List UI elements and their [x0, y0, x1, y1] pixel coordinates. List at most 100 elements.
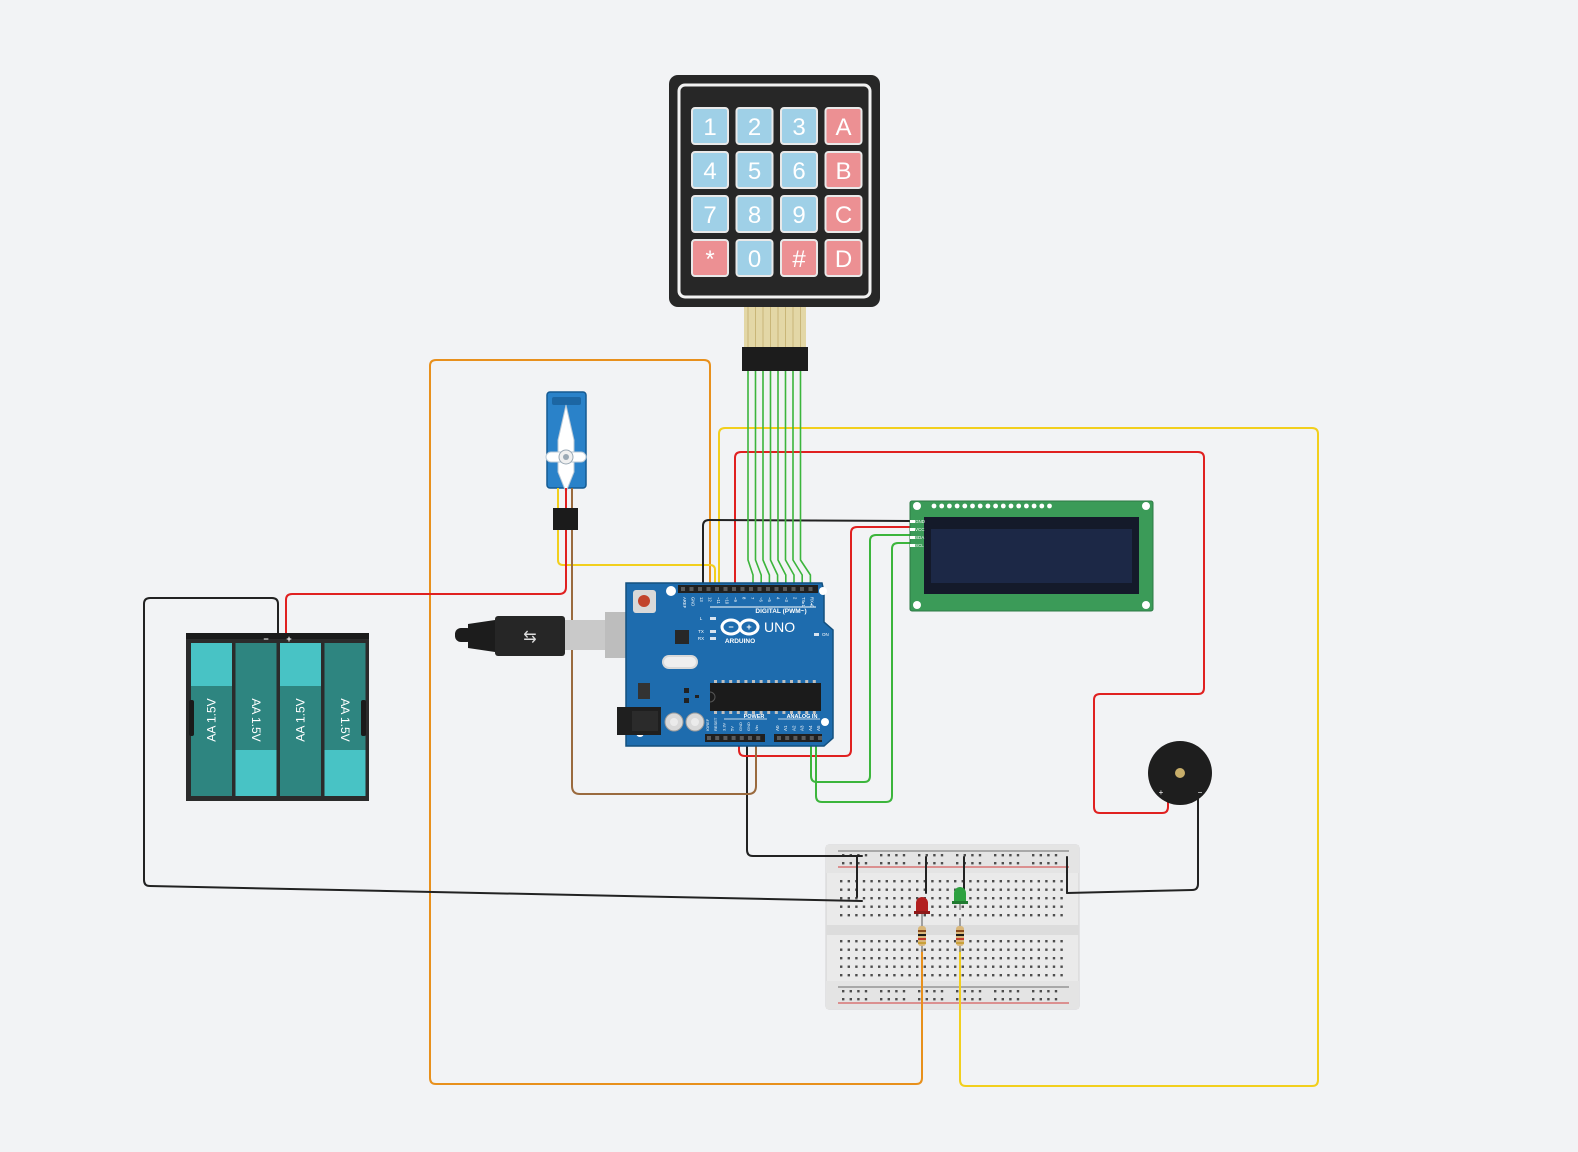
- resistor-green-led[interactable]: [956, 918, 964, 952]
- battery-minus-label: −: [263, 634, 268, 644]
- wire-black-battery[interactable]: [143, 597, 863, 902]
- keypad-key[interactable]: C: [824, 195, 863, 233]
- keypad-key-label: #: [792, 246, 806, 273]
- atmega-chip: [710, 683, 821, 711]
- digital-pin-label: AREF: [682, 597, 687, 609]
- keypad-key-label: 9: [792, 202, 805, 229]
- keypad-key[interactable]: 1: [691, 107, 729, 145]
- keypad-ribbon-wires[interactable]: [747, 370, 812, 590]
- power-pin-label: 5V: [730, 726, 735, 731]
- keypad-key-label: 5: [748, 158, 761, 185]
- lcd-pin-label: SDA: [915, 535, 924, 540]
- usb-icon: ⇆: [523, 629, 536, 646]
- keypad-key[interactable]: 8: [735, 195, 774, 233]
- piezo-buzzer[interactable]: + −: [1148, 741, 1212, 805]
- analog-pin-label: A0: [775, 725, 780, 731]
- keypad-key-label: 3: [792, 114, 805, 141]
- keypad-key-label: 2: [748, 114, 761, 141]
- keypad-key[interactable]: 7: [691, 195, 729, 233]
- power-pin-label: GND: [746, 722, 751, 731]
- keypad-key[interactable]: 9: [780, 195, 818, 233]
- keypad-key[interactable]: 2: [735, 107, 774, 145]
- battery-cell-label: AA 1.5V: [205, 698, 219, 741]
- battery-cell: AA 1.5V: [280, 643, 321, 796]
- wire-yellow-servo[interactable]: [557, 525, 716, 587]
- keypad-key-label: 0: [748, 246, 761, 273]
- buzzer-plus-label: +: [1159, 788, 1164, 797]
- analog-pin-label: A3: [800, 725, 805, 731]
- analog-pin-label: A5: [816, 725, 821, 731]
- keypad-key-label: A: [835, 114, 851, 141]
- resistor-red-led[interactable]: [918, 922, 926, 952]
- on-label: ON: [822, 632, 829, 637]
- wire-black-lcd[interactable]: [702, 519, 913, 587]
- wire-brown-servo[interactable]: [571, 525, 757, 795]
- arduino-infinity-logo: − +: [720, 618, 760, 636]
- power-label: POWER: [744, 714, 765, 720]
- keypad-key-label: 1: [703, 114, 716, 141]
- lcd-pin-label: GND: [915, 519, 926, 524]
- wire-red-buzzer[interactable]: [734, 451, 1205, 814]
- arduino-model: UNO: [764, 619, 795, 635]
- wire-green-sda[interactable]: [810, 534, 913, 783]
- digital-pin-label: 4: [776, 597, 781, 600]
- status-led-label: L: [700, 616, 703, 621]
- status-led-label: TX: [698, 629, 704, 634]
- svg-text:−: −: [728, 622, 733, 632]
- keypad-key[interactable]: 4: [691, 151, 729, 189]
- wire-red-lcd[interactable]: [738, 526, 913, 757]
- keypad-key-label: 8: [748, 202, 761, 229]
- digital-pin-label: 13: [699, 597, 704, 602]
- digital-pin-label: 12: [708, 597, 713, 602]
- digital-pin-label: RX◂0: [810, 597, 815, 608]
- breadboard[interactable]: [825, 844, 1080, 1010]
- wires: [143, 359, 1319, 1087]
- lcd-pin-label: SCL: [915, 543, 924, 548]
- battery-plus-label: +: [286, 634, 291, 644]
- wire-yellow[interactable]: [718, 427, 1319, 1087]
- keypad-key[interactable]: B: [824, 151, 863, 189]
- keypad-key-label: B: [835, 158, 851, 185]
- digital-pin-label: ~3: [784, 597, 789, 602]
- keypad-key[interactable]: 6: [780, 151, 818, 189]
- keypad-key[interactable]: 3: [780, 107, 818, 145]
- keypad-key[interactable]: *: [691, 239, 729, 277]
- servo-motor[interactable]: [545, 391, 587, 530]
- wire-orange[interactable]: [429, 359, 923, 1085]
- battery-cell: AA 1.5V: [324, 643, 366, 796]
- usb-cable[interactable]: ⇆: [455, 612, 655, 658]
- analog-pin-label: A2: [791, 725, 796, 731]
- keypad-key-label: D: [835, 246, 852, 273]
- lcd-pin-label: VCC: [915, 527, 925, 532]
- keypad-key[interactable]: 5: [735, 151, 774, 189]
- wire-black-gnd[interactable]: [746, 736, 863, 857]
- keypad-key[interactable]: #: [780, 239, 818, 277]
- analog-label: ANALOG IN: [787, 714, 818, 720]
- keypad-key[interactable]: D: [824, 239, 863, 277]
- green-led[interactable]: [952, 887, 968, 910]
- battery-cell-label: AA 1.5V: [294, 698, 308, 741]
- analog-header: [774, 734, 822, 742]
- battery-cell: AA 1.5V: [191, 643, 232, 796]
- wire-green-scl[interactable]: [815, 542, 913, 803]
- lcd-screen: [931, 529, 1132, 583]
- keypad-key-label: 6: [792, 158, 805, 185]
- red-led[interactable]: [914, 897, 930, 922]
- wire-black-buzzer[interactable]: [1066, 791, 1199, 894]
- wire-red-battery[interactable]: [285, 525, 567, 637]
- keypad-key[interactable]: A: [824, 107, 863, 145]
- keypad-key-label: *: [705, 246, 714, 273]
- lcd-display[interactable]: GND VCC SDA SCL: [909, 500, 1154, 612]
- digital-pin-label: ~5: [767, 597, 772, 602]
- digital-header: [678, 585, 818, 593]
- power-pin-label: GND: [738, 722, 743, 731]
- battery-cell-label: AA 1.5V: [338, 698, 352, 741]
- digital-pin-label: ~6: [759, 597, 764, 602]
- digital-pin-label: TX▸1: [801, 597, 806, 607]
- keypad-key[interactable]: 0: [735, 239, 774, 277]
